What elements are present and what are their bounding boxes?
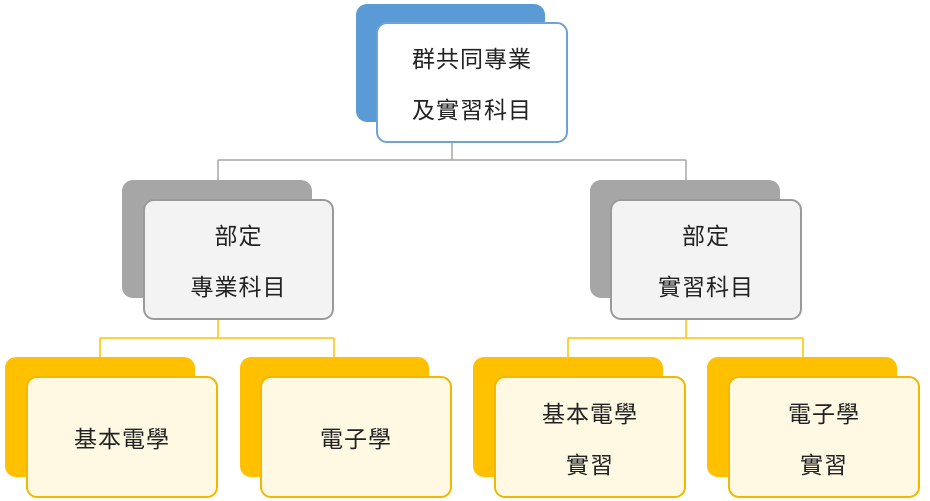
root-node: 群共同專業 及實習科目	[376, 22, 568, 143]
left-child1-label: 基本電學	[74, 427, 170, 453]
left-child2-node: 電子學	[260, 376, 452, 498]
left-child2-label: 電子學	[320, 427, 392, 453]
right-branch-line2: 實習科目	[658, 274, 754, 301]
right-child2-line2: 實習	[800, 452, 848, 479]
right-branch-line1: 部定	[682, 224, 730, 251]
left-branch-line2: 專業科目	[190, 274, 287, 301]
right-child1-line2: 實習	[566, 452, 614, 479]
right-child1-line1: 基本電學	[542, 401, 638, 428]
left-child1-node: 基本電學	[26, 376, 218, 498]
root-node-line2: 及實習科目	[412, 97, 532, 124]
root-node-line1: 群共同專業	[412, 47, 532, 74]
right-child1-node: 基本電學 實習	[494, 376, 686, 498]
right-child2-line1: 電子學	[788, 401, 860, 428]
left-branch-node: 部定 專業科目	[143, 199, 334, 320]
left-branch-line1: 部定	[214, 224, 263, 251]
right-child2-node: 電子學 實習	[728, 376, 920, 498]
right-branch-node: 部定 實習科目	[610, 199, 802, 320]
